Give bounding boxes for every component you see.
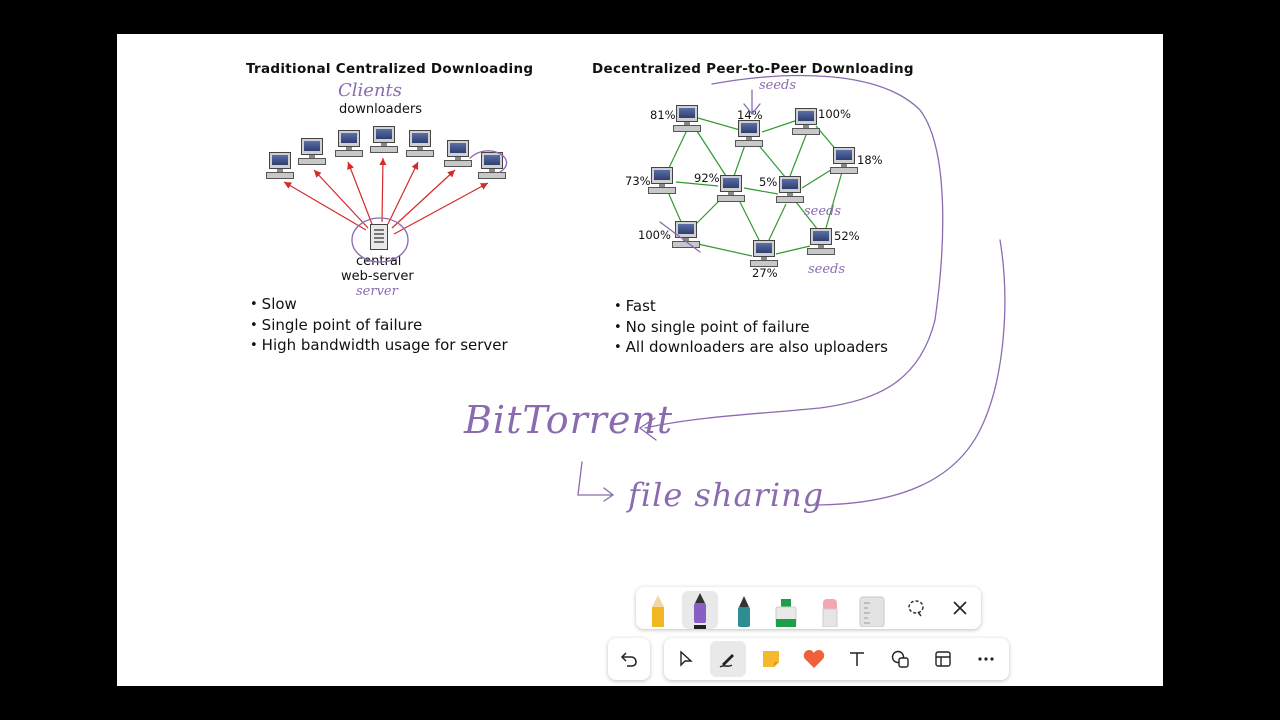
peer-computer-icon: [673, 105, 701, 135]
undo-icon: [620, 652, 637, 667]
close-icon: [953, 601, 967, 615]
peer-percent: 81%: [650, 108, 676, 122]
peer-computer-icon: [717, 175, 745, 205]
peer-computer-icon: [648, 167, 676, 197]
sticky-note-button[interactable]: [753, 641, 789, 677]
downloader-computer-icon: [406, 130, 434, 160]
ruler-button[interactable]: [854, 591, 890, 629]
list-item: High bandwidth usage for server: [250, 335, 508, 356]
peer-percent: 100%: [818, 107, 851, 121]
more-button[interactable]: [968, 641, 1004, 677]
sticky-note-icon: [763, 651, 779, 667]
close-pen-toolbar-button[interactable]: [942, 590, 978, 626]
peer-computer-icon: [776, 176, 804, 206]
file-sharing-ink-label: file sharing: [628, 476, 825, 514]
peer-percent: 14%: [737, 108, 763, 122]
peer-computer-icon: [807, 228, 835, 258]
select-button[interactable]: [668, 641, 704, 677]
draw-button[interactable]: [710, 641, 746, 677]
centralized-bullet-list: Slow Single point of failure High bandwi…: [250, 294, 508, 356]
text-button[interactable]: [839, 641, 875, 677]
peer-computer-icon: [792, 108, 820, 138]
draw-icon: [719, 654, 734, 668]
downloader-computer-icon: [444, 140, 472, 170]
peer-percent: 18%: [857, 153, 883, 167]
heart-icon: [803, 650, 825, 668]
pencil-icon: [652, 595, 664, 627]
server-icon: [370, 224, 388, 250]
downloader-computer-icon: [478, 152, 506, 182]
p2p-bullet-list: Fast No single point of failure All down…: [614, 296, 888, 358]
p2p-title: Decentralized Peer-to-Peer Downloading: [592, 61, 914, 77]
undo-button[interactable]: [611, 641, 647, 677]
template-button[interactable]: [925, 641, 961, 677]
pen-toolbar: [636, 587, 981, 629]
seeds-ink-label-mid: seeds: [804, 204, 842, 219]
pencil-yellow-button[interactable]: [640, 591, 676, 629]
peer-computer-icon: [750, 240, 778, 270]
list-item: All downloaders are also uploaders: [614, 337, 888, 358]
strike-ink: [659, 221, 701, 253]
highlighter-icon: [775, 599, 797, 627]
main-toolbar: [664, 638, 1009, 680]
whiteboard-canvas[interactable]: [117, 34, 1163, 686]
peer-computer-icon: [672, 221, 700, 251]
pen-icon: [738, 596, 750, 627]
eraser-button[interactable]: [812, 591, 848, 629]
arrow-curve-ink: [644, 74, 944, 429]
seed-pointer-ink: [743, 89, 761, 116]
server-label-line2: web-server: [341, 269, 414, 284]
downloader-computer-icon: [298, 138, 326, 168]
seeds-ink-label-bottom: seeds: [808, 262, 846, 277]
reaction-button[interactable]: [796, 641, 832, 677]
seeds-ink-label-top: seeds: [759, 78, 797, 93]
downloaders-label: downloaders: [339, 102, 422, 117]
pen-teal-button[interactable]: [726, 591, 762, 629]
lasso-icon: [908, 600, 924, 617]
downloader-computer-icon: [370, 126, 398, 156]
text-icon: [850, 652, 864, 666]
shapes-button[interactable]: [882, 641, 918, 677]
ruler-icon: [859, 596, 885, 627]
peer-percent: 52%: [834, 229, 860, 243]
highlighter-green-button[interactable]: [768, 591, 804, 629]
lasso-button[interactable]: [898, 590, 934, 626]
pen-purple-button[interactable]: [682, 591, 718, 629]
shapes-icon: [891, 650, 909, 668]
peer-percent: 92%: [694, 171, 720, 185]
server-circle-ink: [351, 217, 409, 263]
pen-icon: [694, 593, 706, 629]
downloader-computer-icon: [266, 152, 294, 182]
downloader-computer-icon: [335, 130, 363, 160]
peer-computer-icon: [830, 147, 858, 177]
peer-percent: 27%: [752, 266, 778, 280]
link-curve-ink: [811, 239, 1006, 506]
scribble-ink: [469, 150, 508, 173]
arrow-head-ink: [638, 417, 657, 441]
list-item: Single point of failure: [250, 315, 508, 336]
undo-container: [608, 638, 650, 680]
bullet-arrow-ink: [577, 461, 615, 502]
list-item: Slow: [250, 294, 508, 315]
clients-ink-label: Clients: [338, 80, 403, 101]
bittorrent-ink-label: BitTorrent: [464, 398, 674, 442]
server-ink-label: server: [356, 284, 398, 299]
peer-percent: 100%: [638, 228, 671, 242]
more-icon: [978, 657, 994, 661]
peer-computer-icon: [735, 120, 763, 150]
peer-percent: 73%: [625, 174, 651, 188]
list-item: Fast: [614, 296, 888, 317]
peer-percent: 5%: [759, 175, 778, 189]
template-icon: [935, 651, 951, 667]
list-item: No single point of failure: [614, 317, 888, 338]
centralized-title: Traditional Centralized Downloading: [246, 61, 534, 77]
eraser-icon: [822, 599, 838, 627]
cursor-icon: [680, 650, 693, 667]
